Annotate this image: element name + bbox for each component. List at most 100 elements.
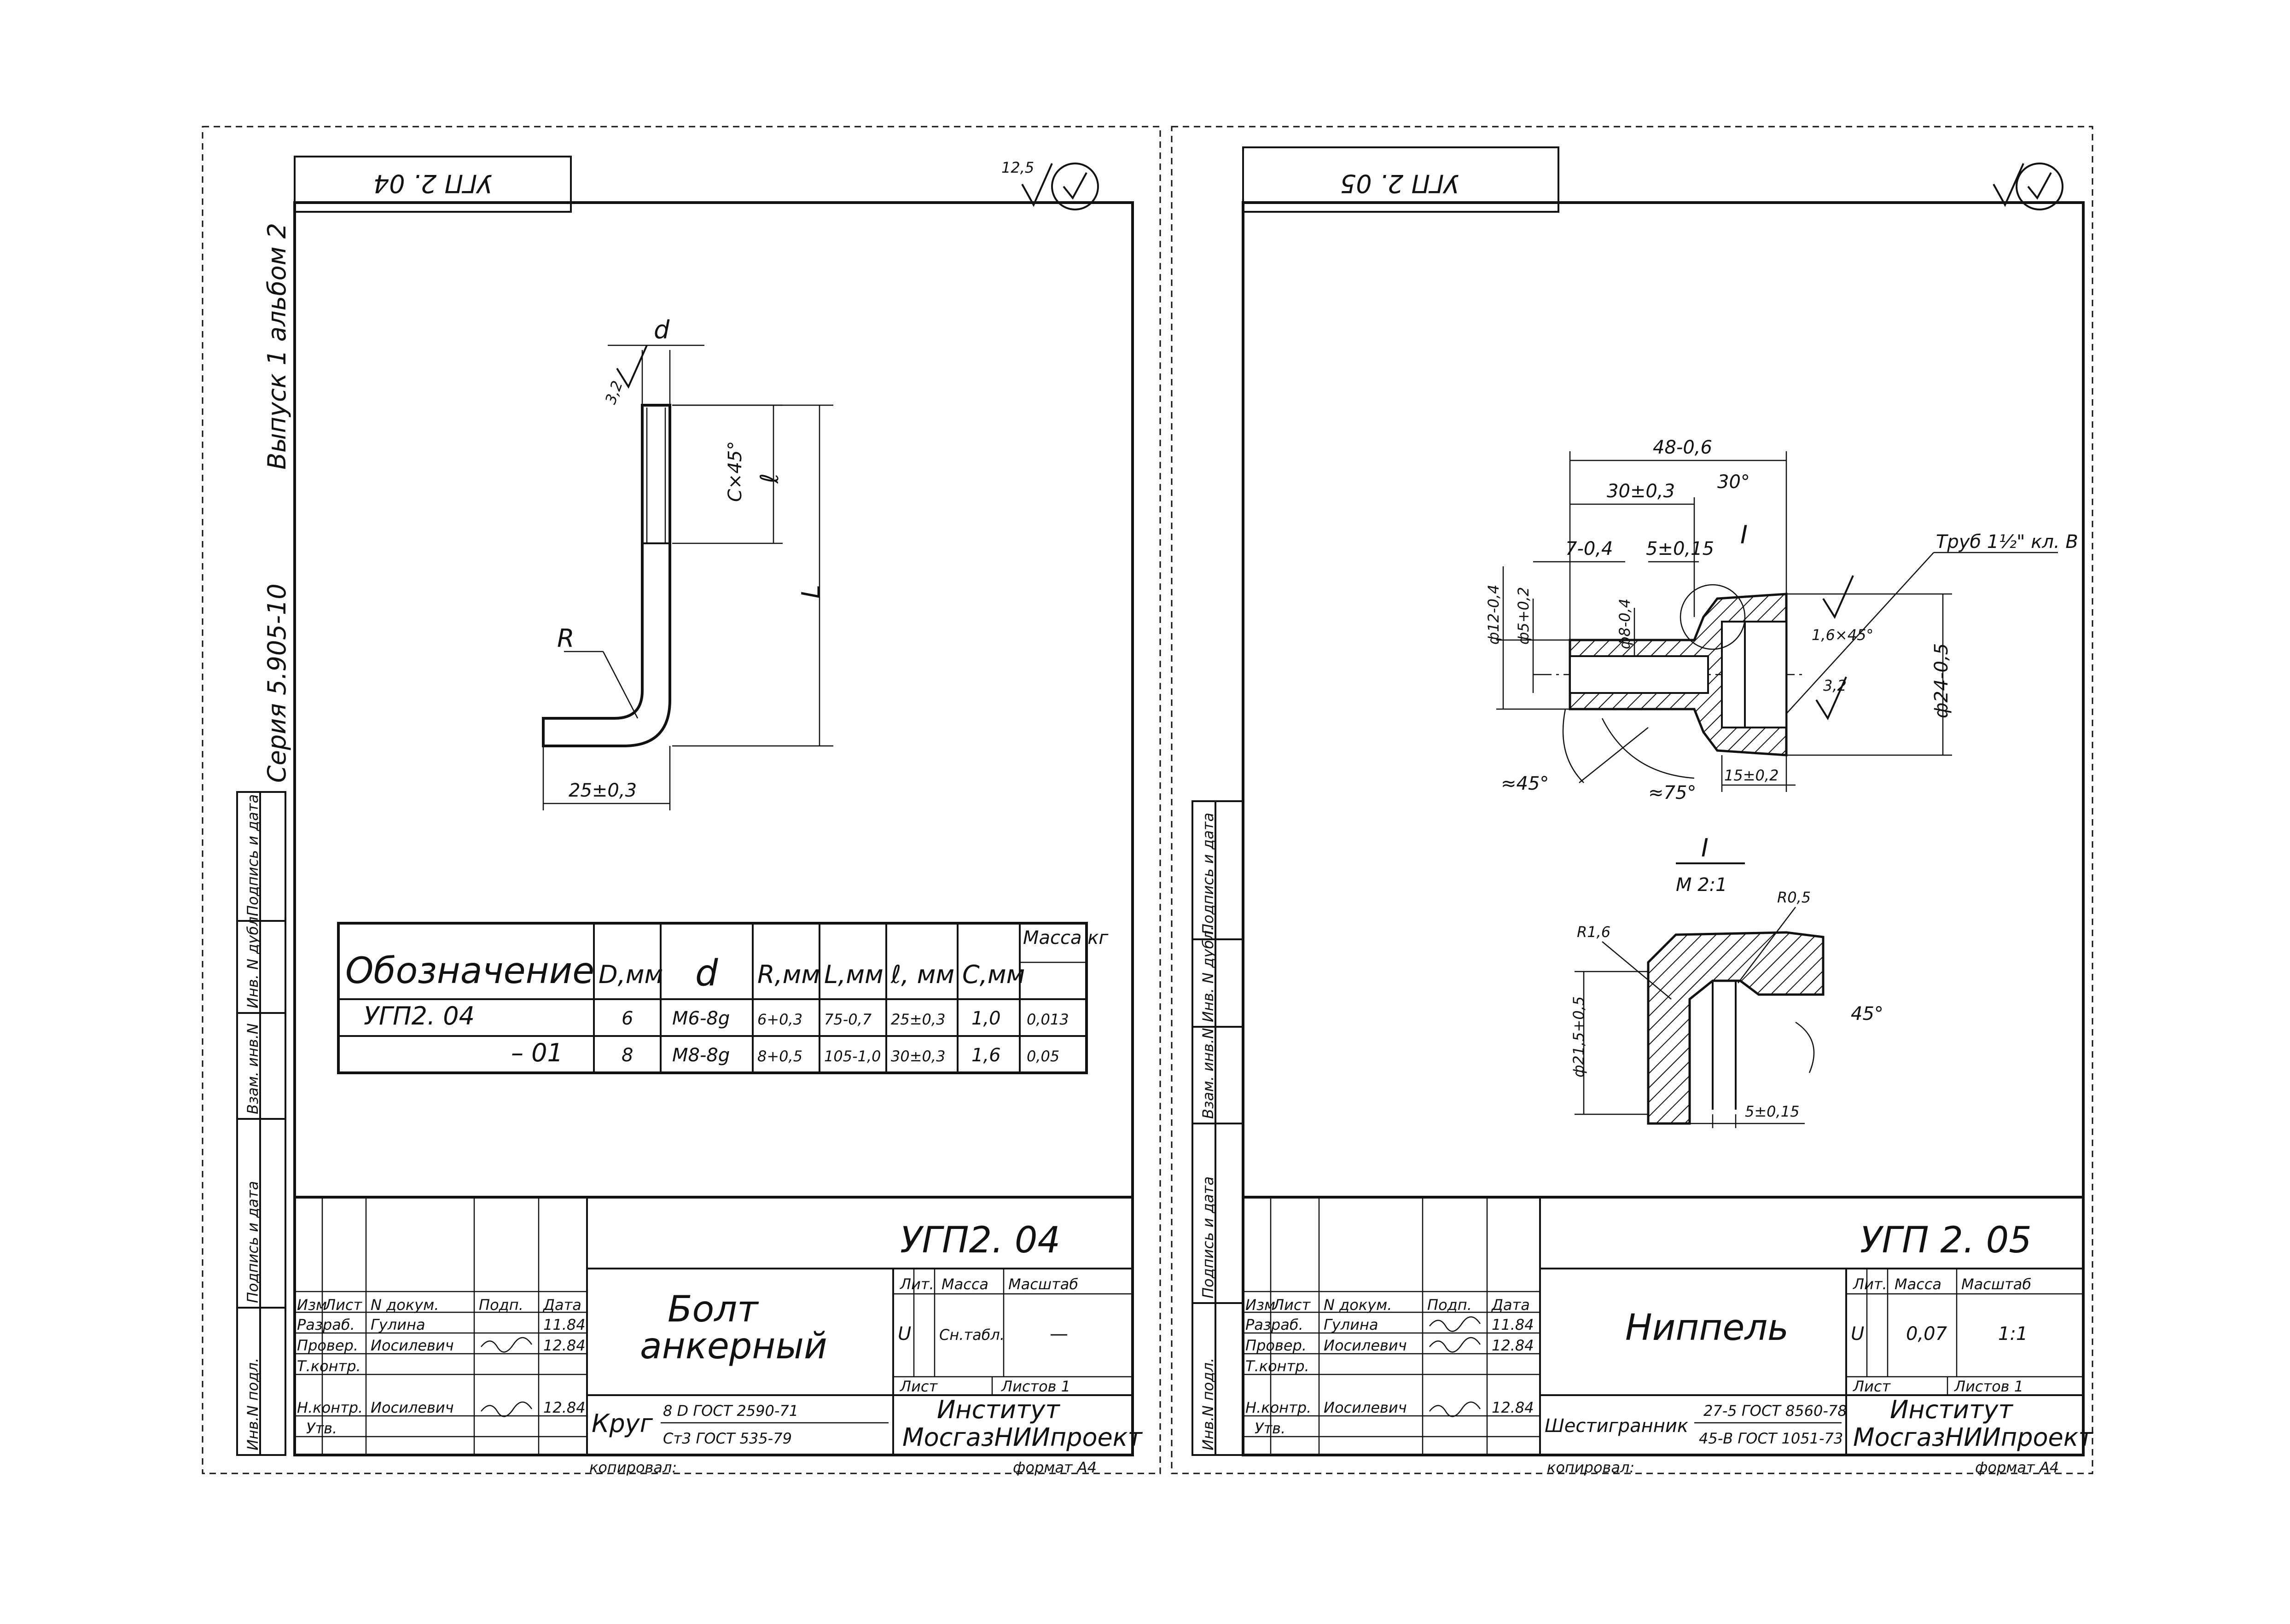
- table-row2-C: 1,6: [971, 1045, 1001, 1066]
- right-signature-2: [1429, 1337, 1481, 1353]
- left-format: формат А4: [1013, 1459, 1097, 1476]
- right-tb-mass-value: 0,07: [1906, 1323, 1947, 1345]
- side-label-1: Инв.N подл.: [244, 1358, 262, 1450]
- nipple-pipe: Труб 1½" кл. В: [1936, 531, 2078, 553]
- bolt-dim-d: d: [654, 315, 670, 344]
- left-tb-h4: Подп.: [479, 1296, 523, 1314]
- left-tb-checker-label: Провер.: [297, 1337, 358, 1354]
- left-tb-h3: N докум.: [371, 1296, 439, 1314]
- right-tb-scale-value: 1:1: [1998, 1323, 2028, 1345]
- table-row2-D: 8: [622, 1045, 633, 1066]
- right-tb-name: Ниппель: [1625, 1307, 1789, 1349]
- right-tb-mass-label: Масса: [1895, 1275, 1941, 1293]
- table-header-d: d: [695, 953, 718, 994]
- right-tb-h2: Лист: [1273, 1296, 1311, 1314]
- side-series: Серия 5.905-10: [262, 583, 291, 783]
- right-sheet-boundary: [1171, 126, 2093, 1474]
- detail-dim-5: 5±0,15: [1745, 1103, 1799, 1120]
- nipple-dim-48: 48-0,6: [1653, 437, 1712, 458]
- right-tb-h3: N докум.: [1324, 1296, 1392, 1314]
- table-row2-l: 30±0,3: [891, 1048, 945, 1065]
- left-tb-code: УГП2. 04: [900, 1220, 1060, 1261]
- right-tb-lit-value: U: [1851, 1323, 1864, 1345]
- table-row2-mass: 0,05: [1027, 1048, 1059, 1065]
- right-tb-tcontrol-label: Т.контр.: [1245, 1357, 1309, 1375]
- detail-d215: ф21,5+0,5: [1570, 996, 1587, 1077]
- right-tb-material-2: 27-5 ГОСТ 8560-78: [1703, 1402, 1847, 1420]
- bolt-dim-l: ℓ: [755, 473, 784, 484]
- right-side-label-3: Взам. инв.N: [1199, 1028, 1217, 1119]
- left-roughness-value: 12,5: [1001, 159, 1034, 176]
- left-top-stamp: УГП 2. 04: [373, 169, 492, 198]
- left-tb-h2: Лист: [324, 1296, 362, 1314]
- right-tb-sheets-label: Листов 1: [1954, 1378, 2023, 1395]
- right-tb-h4: Подп.: [1427, 1296, 1472, 1314]
- side-label-3: Взам. инв.N: [244, 1023, 262, 1114]
- nipple-chamfer: 1,6×45°: [1812, 626, 1873, 644]
- table-row1-mass: 0,013: [1027, 1011, 1069, 1028]
- right-sheet: УГП 2. 05 Инв.N подл. Подпись и дата Вза…: [1171, 126, 2093, 1476]
- right-tb-ncontrol: Иосилевич: [1324, 1399, 1407, 1416]
- detail-title: I: [1701, 833, 1709, 862]
- nipple-mark-I: I: [1740, 520, 1748, 549]
- left-copied-by: копировал:: [589, 1459, 677, 1476]
- table-header-mass: Масса кг: [1023, 927, 1109, 949]
- right-tb-h5: Дата: [1491, 1296, 1530, 1314]
- nipple-dim-12: ф12-0,4: [1485, 584, 1502, 645]
- left-tb-org-2: МосгазНИИпроект: [902, 1423, 1143, 1452]
- table-row1-d: М6-8g: [672, 1008, 730, 1029]
- nipple-angle-75: ≈75°: [1648, 782, 1696, 803]
- right-side-label-4: Инв. N дубл.: [1199, 926, 1217, 1022]
- right-tb-checker-date: 12.84: [1492, 1337, 1534, 1354]
- left-tb-scale-label: Масштаб: [1008, 1275, 1078, 1293]
- nipple-dim-5: 5±0,15: [1646, 538, 1714, 559]
- left-sheet-boundary: [202, 126, 1161, 1474]
- detail-r05: R0,5: [1777, 889, 1811, 906]
- detail-angle-45: 45°: [1851, 1003, 1883, 1024]
- detail-r16: R1,6: [1577, 923, 1610, 941]
- left-tb-checker-date: 12.84: [543, 1337, 586, 1354]
- table-row1-designation: УГП2. 04: [364, 1001, 475, 1030]
- right-tb-approved-label: Утв.: [1255, 1420, 1285, 1437]
- right-roughness-icon: [1993, 163, 2063, 210]
- left-tb-material-3: Ст3 ГОСТ 535-79: [663, 1430, 792, 1447]
- bolt-dim-chamfer: C×45°: [725, 441, 746, 502]
- right-signature-3: [1429, 1401, 1481, 1417]
- table-header-C: C,мм: [962, 960, 1025, 989]
- right-tb-code: УГП 2. 05: [1860, 1220, 2032, 1261]
- left-tb-sheet-label: Лист: [900, 1378, 938, 1395]
- left-tb-mass-label: Масса: [942, 1275, 988, 1293]
- left-tb-sheets-label: Листов 1: [1001, 1378, 1070, 1395]
- right-format: формат А4: [1975, 1459, 2059, 1476]
- left-tb-developer-label: Разраб.: [297, 1316, 355, 1333]
- left-sheet: УГП 2. 04 12,5 Серия 5.905-10 Выпуск 1 а…: [202, 126, 1161, 1476]
- nipple-angle-45: ≈45°: [1501, 773, 1549, 794]
- left-tb-developer: Гулина: [371, 1316, 425, 1333]
- right-side-label-5: Подпись и дата: [1199, 813, 1217, 935]
- table-header-D: D,мм: [599, 960, 663, 989]
- nipple-dim-30: 30±0,3: [1607, 481, 1675, 502]
- left-tb-approved-label: Утв.: [306, 1420, 337, 1437]
- right-signature-1: [1429, 1316, 1481, 1332]
- nipple-dim-5s: ф5+0,2: [1515, 587, 1532, 645]
- table-header-R: R,мм: [757, 960, 820, 989]
- table-row2-designation: – 01: [511, 1038, 563, 1067]
- left-tb-ncontrol-date: 12.84: [543, 1399, 586, 1416]
- detail-scale: М 2:1: [1676, 874, 1727, 896]
- left-tb-scale-value: —: [1050, 1323, 1068, 1345]
- bolt-dim-L: L: [796, 585, 825, 599]
- right-title-block: Изм Лист N докум. Подп. Дата Разраб. Гул…: [1242, 1196, 2093, 1456]
- left-tb-org-1: Институт: [937, 1395, 1060, 1424]
- left-title-block: Изм Лист N докум. Подп. Дата Разраб. Гул…: [293, 1196, 1143, 1456]
- right-tb-checker: Иосилевич: [1324, 1337, 1407, 1354]
- left-signature-2: [481, 1401, 533, 1417]
- side-label-4: Инв. N дубл.: [244, 912, 262, 1008]
- nipple-dim-15: 15±0,2: [1724, 767, 1779, 784]
- right-copied-by: копировал:: [1547, 1459, 1634, 1476]
- table-row1-R: 6+0,3: [757, 1011, 802, 1028]
- table-row1-l: 25±0,3: [891, 1011, 945, 1028]
- right-sheet-frame: [1242, 201, 2085, 1456]
- table-row2-d: М8-8g: [672, 1045, 730, 1066]
- right-side-label-2: Подпись и дата: [1199, 1176, 1217, 1298]
- left-roughness-icon: [1021, 163, 1099, 210]
